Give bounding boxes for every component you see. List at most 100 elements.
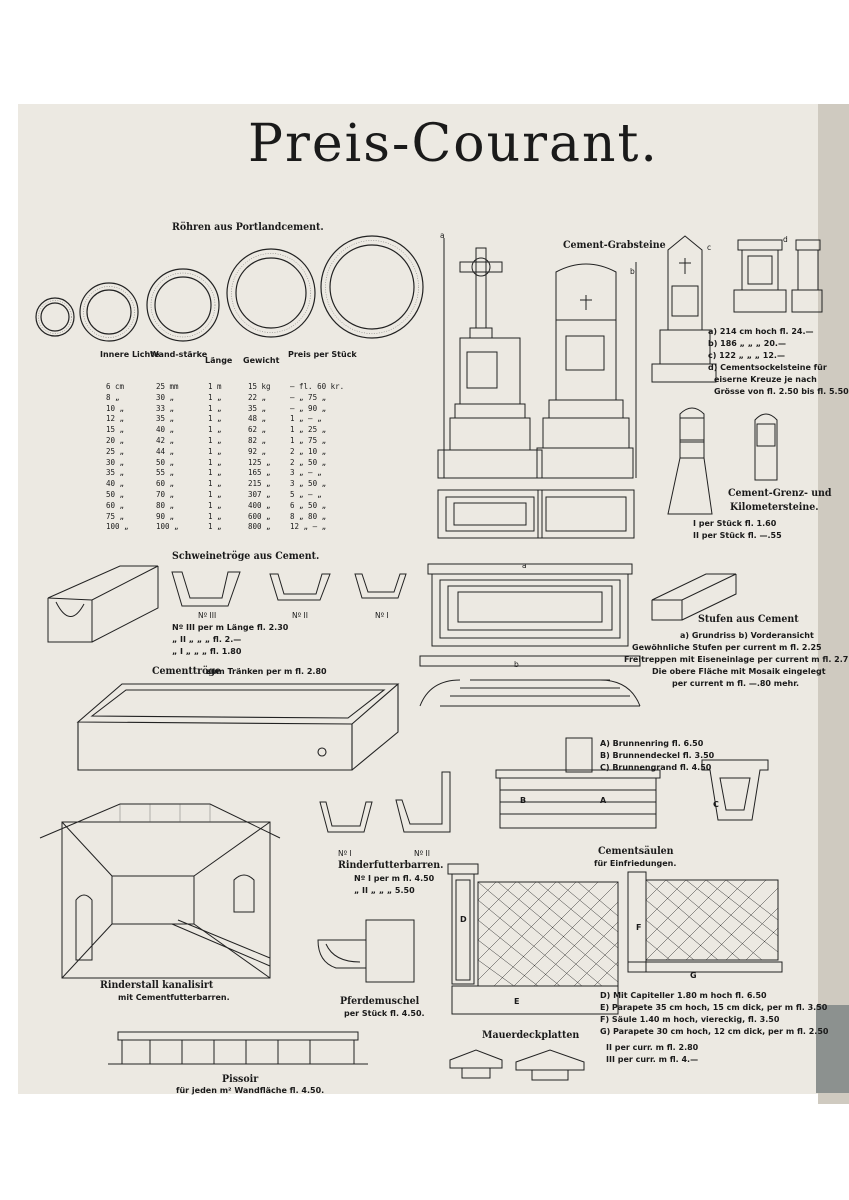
roehren-cell: 50 „ <box>106 490 125 499</box>
cattle-trough-label-i: Nº I <box>338 849 352 858</box>
roehren-cell: 1 „ <box>208 522 222 532</box>
roehren-cell: 48 „ <box>248 414 267 424</box>
mauerdeckplatten-1: II per curr. m fl. 2.80 <box>606 1043 699 1052</box>
grenzsteine-heading-1: Cement-Grenz- und <box>728 487 832 499</box>
trough-label-i: Nº I <box>375 611 389 620</box>
roehren-cell: 5 „ — „ <box>290 490 322 499</box>
roehren-cell: 12 „ — „ <box>290 522 327 532</box>
mauerdeckplatten-2: III per curr. m fl. 4.— <box>606 1055 699 1064</box>
pferdemuschel-sub: per Stück fl. 4.50. <box>344 1009 425 1018</box>
fence-label-f: F <box>636 923 642 932</box>
well-label-b: B <box>520 796 527 805</box>
cementtroege-heading: Cementtröge <box>152 665 222 677</box>
fence-label-g: G <box>690 971 697 980</box>
roehren-cell: 44 „ <box>156 446 175 456</box>
grabstein-price-b: b) 186 „ „ „ 20.— <box>708 339 786 348</box>
dim-label: a <box>440 231 445 240</box>
roehren-cell: 35 „ <box>248 403 267 413</box>
roehren-cell: 42 „ <box>156 436 175 445</box>
cementtroege-sub: zum Tränken per m fl. 2.80 <box>206 667 327 676</box>
roehren-cell: 15 kg <box>248 382 271 391</box>
roehren-cell: 8 „ 80 „ <box>290 511 327 521</box>
grabstein-price-d-2: eiserne Kreuze je nach <box>714 375 817 384</box>
roehren-cell: 1 „ 25 „ <box>290 425 327 435</box>
roehren-cell: 30 „ <box>156 392 175 402</box>
page-edge <box>818 104 849 1104</box>
roehren-cell: 165 „ <box>248 468 271 478</box>
steps-label-a: a <box>522 561 527 570</box>
pferdemuschel-heading: Pferdemuschel <box>340 995 420 1007</box>
dim-label: c <box>707 243 712 252</box>
roehren-cell: 1 „ <box>208 414 222 424</box>
roehren-cell: 1 „ <box>208 446 222 456</box>
roehren-cell: 3 „ — „ <box>290 468 322 478</box>
grabsteine-heading: Cement-Grabsteine <box>563 239 666 251</box>
roehren-cell: 35 „ <box>156 414 175 424</box>
roehren-cell: 100 „ <box>156 522 179 532</box>
col-preis: Preis per Stück <box>288 350 357 359</box>
roehren-cell: 307 „ <box>248 490 271 499</box>
roehren-cell: 600 „ <box>248 511 271 521</box>
roehren-cell: 55 „ <box>156 468 175 478</box>
rinderstall-sub: mit Cementfutterbarren. <box>118 993 230 1002</box>
roehren-cell: 1 „ <box>208 457 222 467</box>
roehren-cell: 75 „ <box>106 511 125 521</box>
grabstein-price-a: a) 214 cm hoch fl. 24.— <box>708 327 814 336</box>
cementsaeulen-g: G) Parapete 30 cm hoch, 12 cm dick, per … <box>600 1027 829 1036</box>
roehren-cell: — „ 75 „ <box>290 392 327 402</box>
roehren-cell: 2 „ 10 „ <box>290 446 327 456</box>
roehren-cell: 1 „ <box>208 500 222 510</box>
grabstein-price-d-3: Grösse von fl. 2.50 bis fl. 5.50. <box>714 387 849 396</box>
roehren-cell: 215 „ <box>248 479 271 489</box>
roehren-cell: 30 „ <box>106 457 125 467</box>
roehren-cell: 1 „ 75 „ <box>290 436 327 445</box>
roehren-cell: 400 „ <box>248 500 271 510</box>
brunnen-c: C) Brunnengrand fl. 4.50 <box>600 763 712 772</box>
rinderfutterbarren-heading: Rinderfutterbarren. <box>338 859 444 871</box>
roehren-cell: 8 „ <box>106 392 120 402</box>
roehren-cell: 3 „ 50 „ <box>290 479 327 489</box>
roehren-cell: 15 „ <box>106 425 125 435</box>
roehren-cell: 1 „ <box>208 511 222 521</box>
roehren-cell: 70 „ <box>156 490 175 499</box>
roehren-cell: 62 „ <box>248 425 267 435</box>
grenzsteine-price-1: I per Stück fl. 1.60 <box>693 519 777 528</box>
roehren-cell: — „ 90 „ <box>290 403 327 413</box>
rinderfutterbarren-price-2: „ II „ „ „ 5.50 <box>354 886 415 895</box>
roehren-cell: 60 „ <box>106 500 125 510</box>
roehren-cell: 800 „ <box>248 522 271 532</box>
roehren-cell: 60 „ <box>156 479 175 489</box>
cementsaeulen-heading: Cementsäulen <box>598 845 674 857</box>
roehren-cell: 1 „ <box>208 425 222 435</box>
stufen-line-4: per current m fl. —.80 mehr. <box>672 679 800 688</box>
roehren-cell: 1 „ <box>208 479 222 489</box>
roehren-cell: 25 „ <box>106 446 125 456</box>
stufen-line-3: Die obere Fläche mit Mosaik eingelegt <box>652 667 826 676</box>
grenzsteine-price-2: II per Stück fl. —.55 <box>693 531 782 540</box>
roehren-cell: 1 „ — „ <box>290 414 322 424</box>
roehren-cell: 90 „ <box>156 511 175 521</box>
roehren-cell: 100 „ <box>106 522 129 532</box>
pissoir-sub: für jeden m² Wandfläche fl. 4.50. <box>176 1086 325 1095</box>
trough-label-ii: Nº II <box>292 611 308 620</box>
grenzsteine-heading-2: Kilometersteine. <box>730 501 819 513</box>
roehren-cell: 33 „ <box>156 403 175 413</box>
roehren-cell: 1 „ <box>208 468 222 478</box>
cementsaeulen-f: F) Säule 1.40 m hoch, viereckig, fl. 3.5… <box>600 1015 780 1024</box>
pissoir-heading: Pissoir <box>222 1073 259 1085</box>
roehren-cell: 22 „ <box>248 392 267 402</box>
grabstein-price-c: c) 122 „ „ „ 12.— <box>708 351 785 360</box>
col-laenge: Länge <box>205 356 233 365</box>
roehren-cell: 1 „ <box>208 392 222 402</box>
schweinetroege-price-1: Nº III per m Länge fl. 2.30 <box>172 623 289 632</box>
